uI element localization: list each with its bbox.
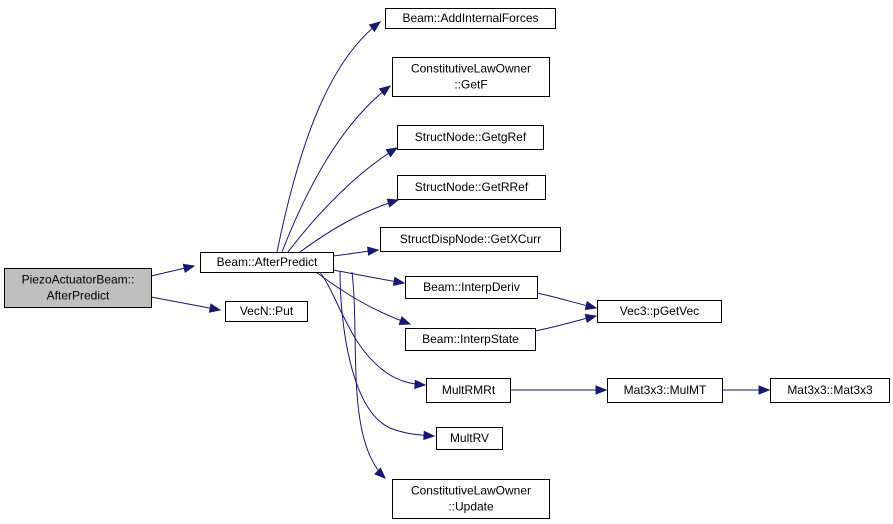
edge-line bbox=[299, 199, 399, 253]
edge-mulmt-to-mat3x3 bbox=[722, 385, 771, 395]
node-label: ::GetF bbox=[454, 78, 487, 92]
arrowhead-icon bbox=[392, 276, 406, 286]
edge-afterpredict-to-update bbox=[351, 271, 386, 479]
node-label: MultRV bbox=[450, 431, 489, 445]
node-multrmrt[interactable]: MultRMRt bbox=[426, 378, 511, 403]
edge-line bbox=[281, 85, 391, 253]
node-label: Mat3x3::MulMT bbox=[624, 383, 707, 397]
node-box[interactable] bbox=[426, 378, 511, 403]
node-getf[interactable]: ConstitutiveLawOwner::GetF bbox=[392, 57, 550, 97]
arrowhead-icon bbox=[386, 198, 400, 208]
arrowhead-icon bbox=[758, 385, 771, 395]
edge-piezo-to-afterpredict bbox=[150, 263, 196, 277]
node-box[interactable] bbox=[405, 276, 538, 299]
node-label: ::Update bbox=[448, 500, 494, 514]
node-multrv[interactable]: MultRV bbox=[436, 427, 503, 450]
node-box[interactable] bbox=[405, 328, 536, 351]
node-label: Beam::AfterPredict bbox=[217, 255, 318, 269]
node-box[interactable] bbox=[607, 378, 723, 403]
edge-line bbox=[287, 147, 398, 253]
node-box[interactable] bbox=[225, 301, 308, 322]
node-box[interactable] bbox=[597, 300, 722, 323]
edge-afterpredict-to-getxcurr bbox=[332, 246, 380, 257]
edge-afterpredict-to-multrv bbox=[339, 271, 436, 441]
edge-afterpredict-to-interpderiv bbox=[332, 269, 406, 286]
node-label: ConstitutiveLawOwner bbox=[411, 484, 531, 498]
node-box[interactable] bbox=[397, 125, 544, 150]
node-label: VecN::Put bbox=[240, 304, 294, 318]
edges-layer bbox=[150, 21, 771, 479]
node-box[interactable] bbox=[380, 227, 561, 252]
edge-afterpredict-to-addinternal bbox=[276, 21, 382, 253]
node-box[interactable] bbox=[200, 252, 334, 273]
node-getgref[interactable]: StructNode::GetgRef bbox=[397, 125, 544, 150]
edge-interpstate-to-pgetvec bbox=[534, 313, 598, 332]
edge-line bbox=[150, 296, 221, 311]
arrowhead-icon bbox=[367, 246, 380, 256]
node-mat3x3[interactable]: Mat3x3::Mat3x3 bbox=[770, 378, 890, 403]
node-interpderiv[interactable]: Beam::InterpDeriv bbox=[405, 276, 538, 299]
node-label: MultRMRt bbox=[442, 383, 496, 397]
arrowhead-icon bbox=[378, 85, 392, 97]
edge-multrmrt-to-mulmt bbox=[510, 385, 608, 395]
node-label: StructNode::GetRRef bbox=[415, 180, 529, 194]
node-label: Beam::AddInternalForces bbox=[402, 11, 538, 25]
arrowhead-icon bbox=[374, 467, 386, 479]
node-label: Beam::InterpState bbox=[422, 332, 519, 346]
node-box[interactable] bbox=[770, 378, 890, 403]
node-vecnput[interactable]: VecN::Put bbox=[225, 301, 308, 322]
edge-afterpredict-to-getgref bbox=[287, 147, 399, 253]
edge-line bbox=[332, 269, 405, 284]
node-label: Beam::InterpDeriv bbox=[423, 280, 520, 294]
node-box[interactable] bbox=[392, 57, 550, 97]
node-afterpredict[interactable]: Beam::AfterPredict bbox=[200, 252, 334, 273]
node-box[interactable] bbox=[385, 8, 556, 29]
arrowhead-icon bbox=[584, 300, 598, 311]
node-pgetvec[interactable]: Vec3::pGetVec bbox=[597, 300, 722, 323]
arrowhead-icon bbox=[385, 147, 399, 158]
node-addinternal[interactable]: Beam::AddInternalForces bbox=[385, 8, 556, 29]
node-interpstate[interactable]: Beam::InterpState bbox=[405, 328, 536, 351]
edge-line bbox=[339, 271, 435, 437]
edge-line bbox=[319, 271, 426, 386]
node-piezo[interactable]: PiezoActuatorBeam::AfterPredict bbox=[4, 268, 152, 308]
arrowhead-icon bbox=[595, 385, 608, 395]
edge-line bbox=[276, 21, 381, 253]
node-getxcurr[interactable]: StructDispNode::GetXCurr bbox=[380, 227, 561, 252]
edge-line bbox=[351, 271, 386, 479]
node-box[interactable] bbox=[436, 427, 503, 450]
node-label: Mat3x3::Mat3x3 bbox=[787, 383, 873, 397]
arrowhead-icon bbox=[208, 303, 222, 313]
node-getrref[interactable]: StructNode::GetRRef bbox=[397, 175, 546, 200]
node-update[interactable]: ConstitutiveLawOwner::Update bbox=[392, 479, 550, 519]
arrowhead-icon bbox=[182, 263, 196, 273]
node-label: Vec3::pGetVec bbox=[620, 304, 699, 318]
nodes-layer: PiezoActuatorBeam::AfterPredict Beam::Aft… bbox=[4, 8, 890, 519]
node-box[interactable] bbox=[397, 175, 546, 200]
node-label: PiezoActuatorBeam:: bbox=[22, 273, 135, 287]
node-label: ConstitutiveLawOwner bbox=[411, 62, 531, 76]
edge-interpderiv-to-pgetvec bbox=[536, 292, 598, 311]
edge-afterpredict-to-getrref bbox=[299, 198, 400, 253]
arrowhead-icon bbox=[398, 316, 412, 326]
arrowhead-icon bbox=[368, 21, 382, 33]
arrowhead-icon bbox=[423, 430, 436, 441]
node-mulmt[interactable]: Mat3x3::MulMT bbox=[607, 378, 723, 403]
node-label: AfterPredict bbox=[47, 289, 110, 303]
node-box[interactable] bbox=[4, 268, 152, 308]
edge-piezo-to-vecnput bbox=[150, 296, 222, 313]
node-box[interactable] bbox=[392, 479, 550, 519]
node-label: StructDispNode::GetXCurr bbox=[400, 232, 541, 246]
edge-afterpredict-to-getf bbox=[281, 85, 392, 253]
node-label: StructNode::GetgRef bbox=[415, 130, 527, 144]
arrowhead-icon bbox=[414, 379, 427, 390]
arrowhead-icon bbox=[584, 313, 598, 324]
edge-afterpredict-to-multrmrt bbox=[319, 271, 427, 390]
